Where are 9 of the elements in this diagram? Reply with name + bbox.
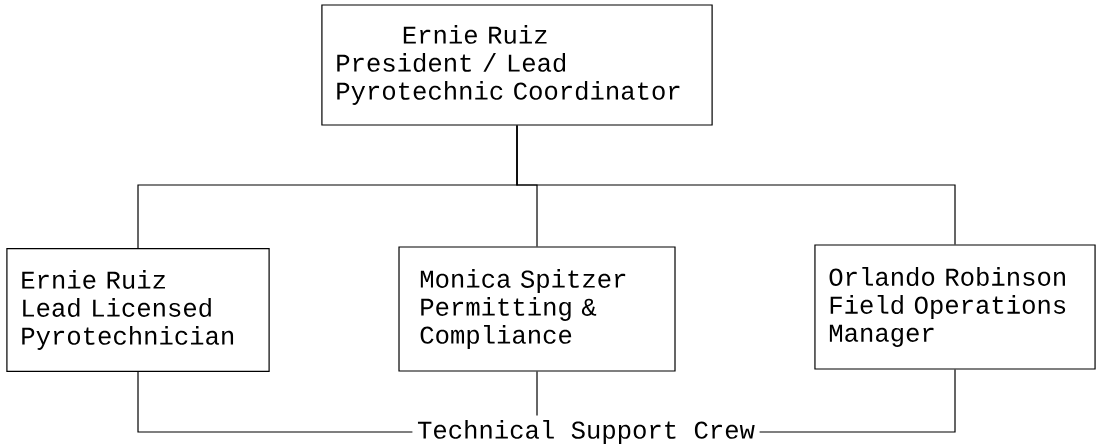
- org-chart-box: Ernie Ruiz Lead Licensed Pyrotechnician: [6, 248, 270, 372]
- org-chart-box: Ernie Ruiz President / Lead Pyrotechnic Coordinator: [321, 4, 713, 126]
- group-label: Technical Support Crew: [413, 416, 759, 444]
- connector-line: [759, 369, 956, 433]
- connector-line: [536, 371, 538, 417]
- connector-line: [137, 371, 414, 433]
- org-chart-box: Orlando Robinson Field Operations Manager: [814, 244, 1096, 370]
- connector-line: [516, 125, 956, 245]
- org-chart-box: Monica Spitzer Permitting & Compliance: [398, 246, 676, 372]
